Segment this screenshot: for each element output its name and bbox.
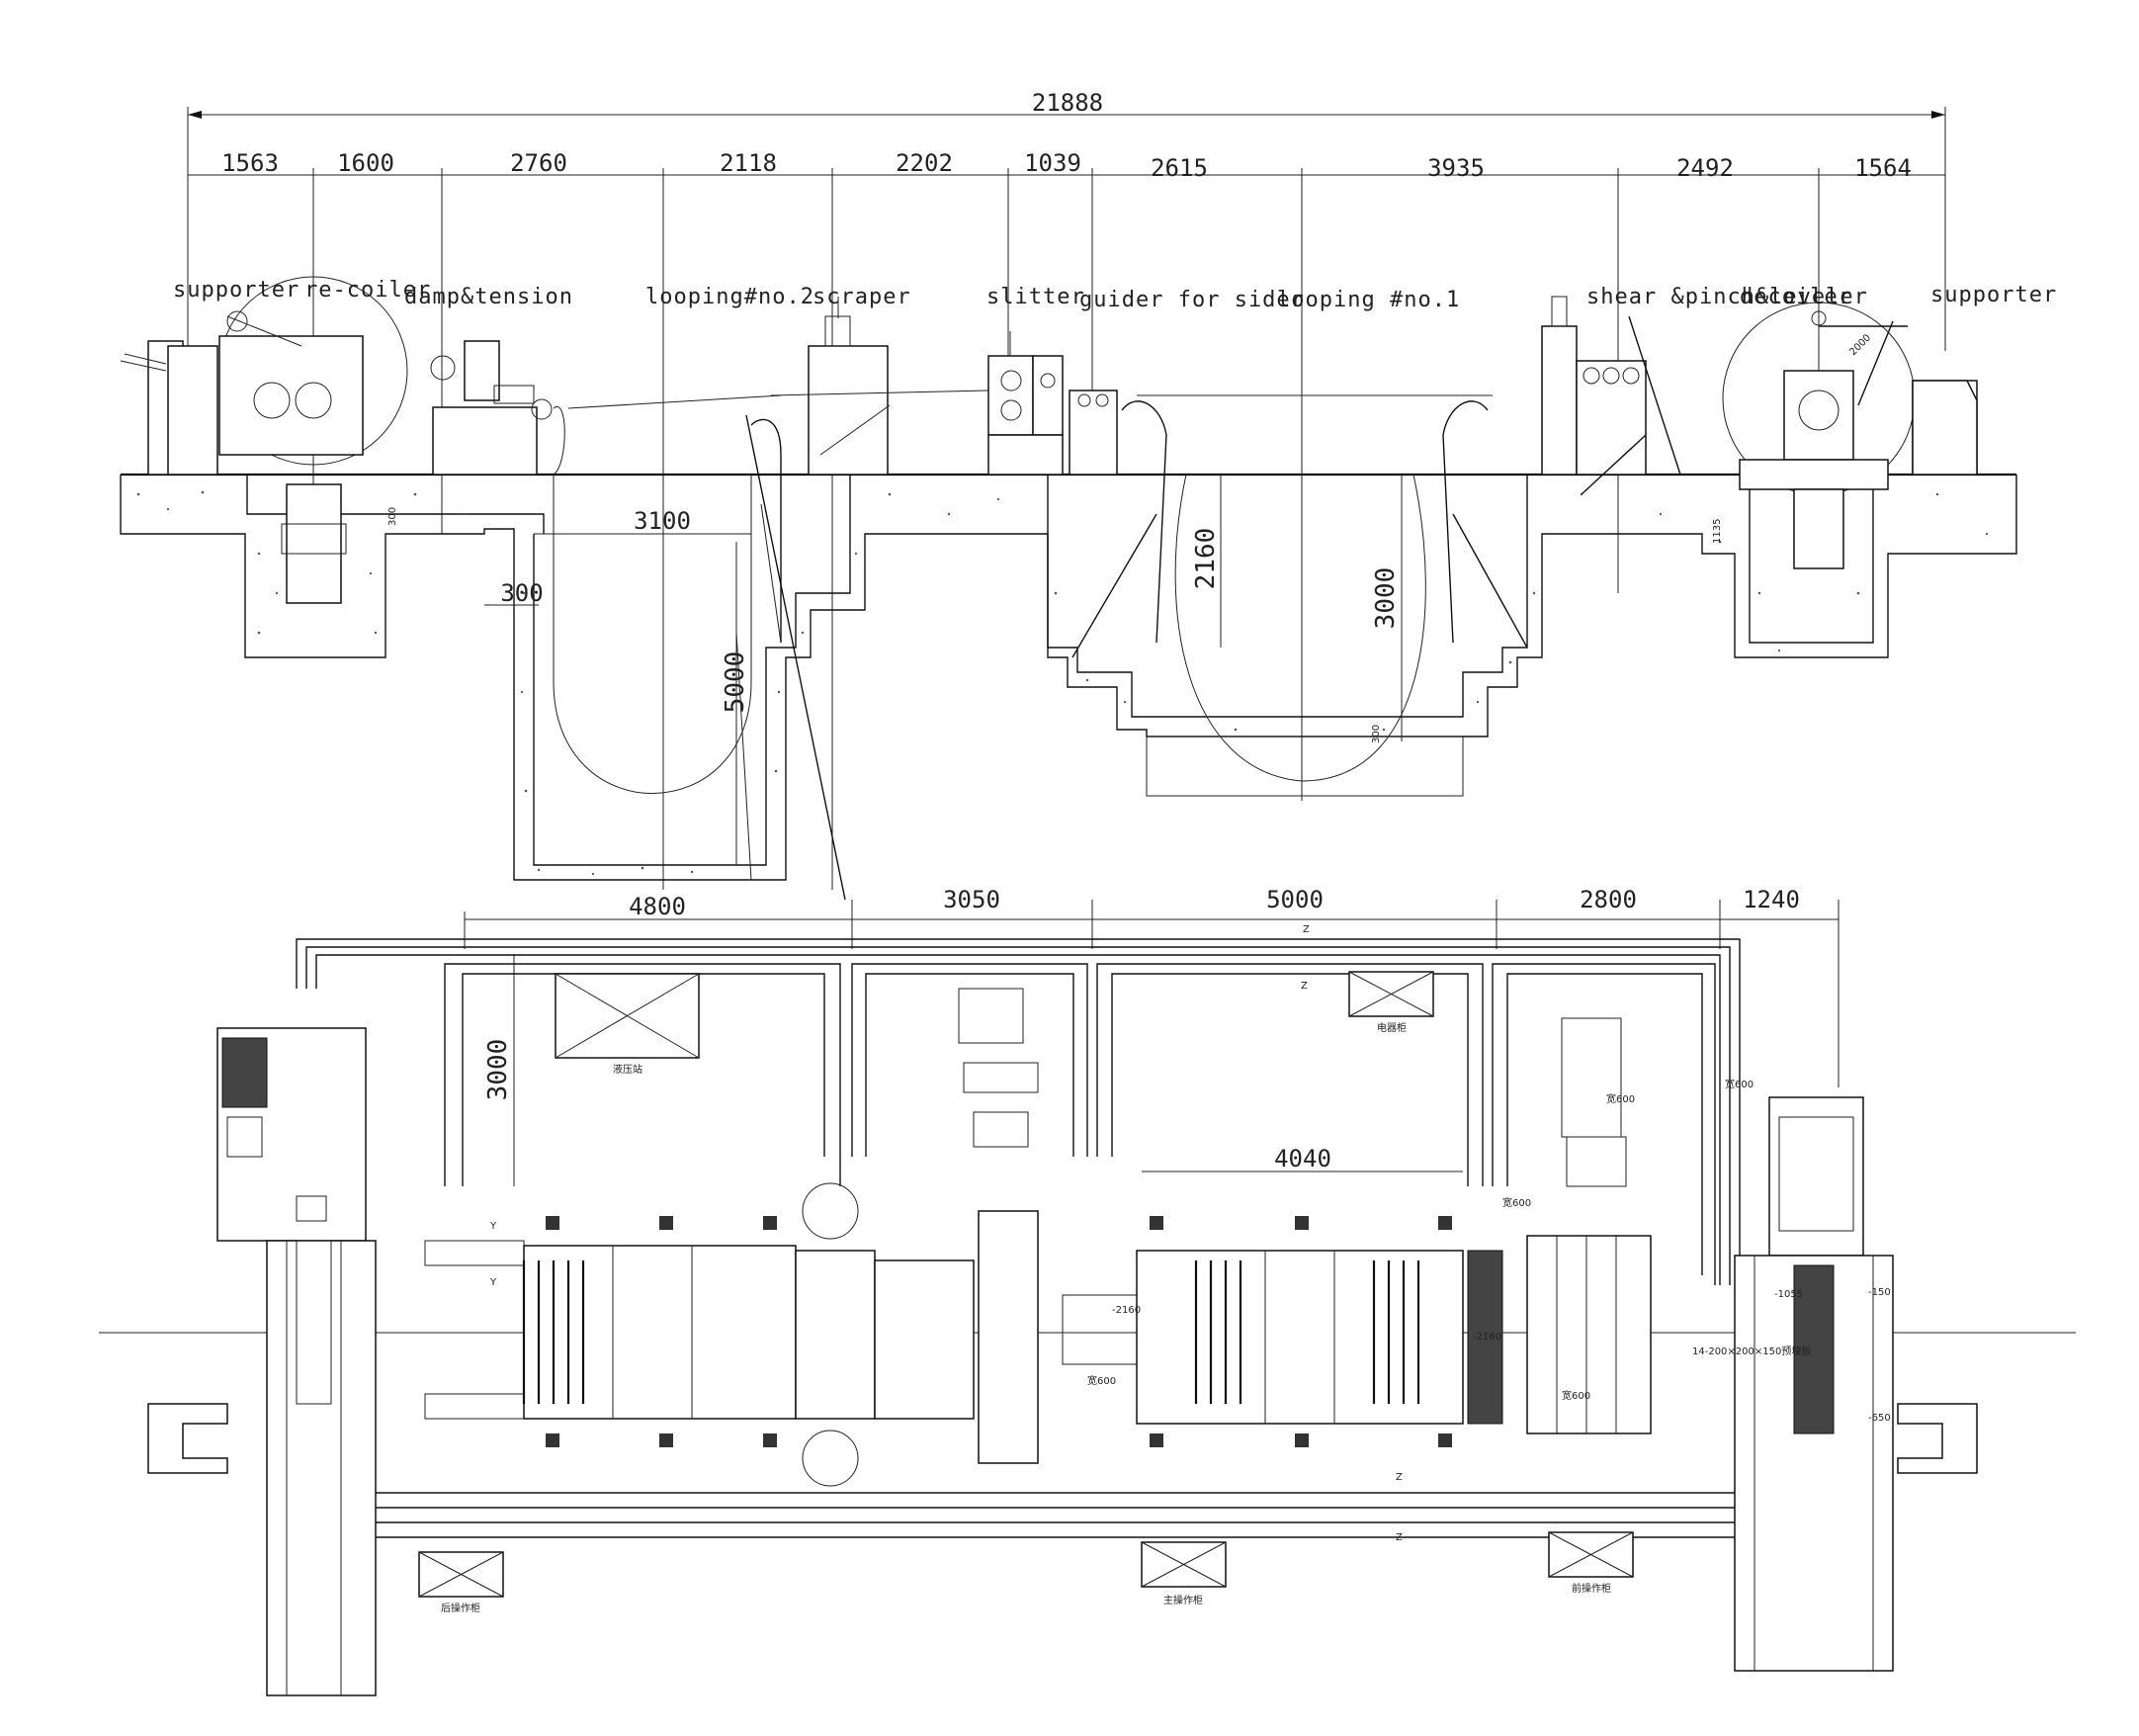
annot-z4: Z xyxy=(1396,1532,1403,1543)
slitter-plan-upper xyxy=(958,988,1627,1187)
looping-no1 xyxy=(1071,394,1528,797)
dim-300-left: 300 xyxy=(500,579,543,607)
chain-dimensions: 1563 1600 2760 2118 2202 1039 2615 3935 … xyxy=(187,107,1946,890)
concrete-texture xyxy=(136,490,1989,876)
station-labels: supporter re-coiler damp&tension looping… xyxy=(173,278,2057,312)
annot-w600e: 宽600 xyxy=(1725,1078,1754,1090)
decoiler-unit xyxy=(1722,302,1916,569)
dim-2202: 2202 xyxy=(896,149,953,177)
label-shear-pinch-leveler: shear &pinch&leveler xyxy=(1586,285,1868,309)
annot-w600c: 宽600 xyxy=(1562,1389,1590,1402)
electric-cabinet-label: 电器柜 xyxy=(1377,1021,1407,1034)
dim-2160: 2160 xyxy=(1191,528,1221,590)
elevation-dimensions: 3100 300 5000 2160 3000 300 300 1135 200… xyxy=(387,332,1873,865)
plan-annotations: Z Z Z Z Y Y 宽600 宽600 宽600 宽600 宽600 -21… xyxy=(489,924,1891,1543)
annot-y2: Y xyxy=(489,1277,497,1288)
front-console-label: 前操作柜 xyxy=(1572,1582,1611,1595)
label-looping-no1: looping #no.1 xyxy=(1277,288,1460,312)
main-console-label: 主操作柜 xyxy=(1163,1594,1203,1606)
dim-1039: 1039 xyxy=(1024,149,1081,177)
annot-z3: Z xyxy=(1396,1472,1403,1483)
dim-1564: 1564 xyxy=(1854,154,1912,182)
annot-w600a: 宽600 xyxy=(1502,1196,1531,1209)
label-scraper: scraper xyxy=(813,285,911,309)
dim-3935: 3935 xyxy=(1427,154,1485,182)
annot-z2: Z xyxy=(1301,981,1308,992)
dim-4040: 4040 xyxy=(1274,1145,1331,1172)
supporter-right-unit xyxy=(1912,380,1978,476)
dim-2615: 2615 xyxy=(1151,154,1208,182)
dim-2800: 2800 xyxy=(1580,886,1637,913)
label-supporter-right: supporter xyxy=(1930,283,2057,307)
dim-2760: 2760 xyxy=(510,149,567,177)
annot-150: -150 xyxy=(1868,1287,1891,1298)
recoiler-plan xyxy=(147,1027,377,1696)
slitter-unit xyxy=(987,331,1064,476)
annot-z1: Z xyxy=(1303,924,1310,935)
roller-details xyxy=(522,1260,1420,1404)
plan-view: 4800 3050 5000 2800 1240 3000 4040 xyxy=(99,886,2076,1696)
recoiler-assembly xyxy=(120,276,408,604)
dim-300-pit: 300 xyxy=(387,507,398,526)
annot-1055: -1055 xyxy=(1774,1289,1803,1300)
dim-1563: 1563 xyxy=(221,149,279,177)
plan-walls xyxy=(267,938,1750,1538)
strip-path-b xyxy=(567,394,782,409)
label-slitter: slitter xyxy=(986,285,1085,309)
dim-3100: 3100 xyxy=(634,507,691,535)
dim-2000: 2000 xyxy=(1847,332,1873,358)
hydraulic-station-label: 液压站 xyxy=(613,1063,642,1076)
damp-tension-unit xyxy=(430,340,553,476)
dim-5000-elev: 5000 xyxy=(721,651,750,714)
line-equipment-plan xyxy=(424,1182,1652,1487)
annot-embed-plate: 14-200×200×150预埋板 xyxy=(1692,1345,1811,1357)
annot-2160a: -2160 xyxy=(1112,1305,1141,1316)
dim-2492: 2492 xyxy=(1676,154,1734,182)
dim-3000-elev: 3000 xyxy=(1371,567,1401,630)
label-guider-for-sider: guider for sider xyxy=(1079,288,1305,312)
dim-1240: 1240 xyxy=(1743,886,1800,913)
dim-3050: 3050 xyxy=(943,886,1000,913)
dim-1600: 1600 xyxy=(337,149,394,177)
label-looping-no2: looping#no.2 xyxy=(645,285,814,309)
dim-2118: 2118 xyxy=(720,149,777,177)
decoiler-plan xyxy=(1734,1096,1978,1672)
overall-dimension-text: 21888 xyxy=(1032,89,1103,117)
foundation-outline xyxy=(120,475,2017,881)
label-re-coiler: re-coiler xyxy=(304,278,431,303)
rear-console-label: 后操作柜 xyxy=(441,1602,480,1614)
dim-4800: 4800 xyxy=(629,893,686,920)
dim-5000-plan: 5000 xyxy=(1266,886,1324,913)
consoles: 液压站 电器柜 后操作柜 主操作柜 前操作柜 xyxy=(418,971,1634,1614)
label-damp-tension: damp&tension xyxy=(404,285,573,309)
scraper-unit xyxy=(770,297,989,476)
elevation-view: 21888 1563 1600 2760 2118 2202 xyxy=(120,89,2057,901)
annot-650: -650 xyxy=(1868,1413,1891,1424)
overall-dimension: 21888 xyxy=(188,89,1945,119)
annot-2160b: -2160 xyxy=(1473,1332,1501,1343)
strip-path-a xyxy=(553,405,565,476)
dim-300-bottom: 300 xyxy=(1371,725,1382,743)
label-supporter-left: supporter xyxy=(173,278,299,303)
anchor-points xyxy=(546,1216,1452,1447)
dim-3000-plan: 3000 xyxy=(483,1039,513,1101)
guider-unit xyxy=(1069,390,1118,476)
annot-w600b: 宽600 xyxy=(1087,1374,1116,1387)
annot-w600d: 宽600 xyxy=(1606,1092,1635,1105)
dim-1135: 1135 xyxy=(1712,519,1723,544)
annot-y1: Y xyxy=(489,1221,497,1232)
shear-leveler-unit xyxy=(1541,296,1681,495)
plan-dimensions: 4800 3050 5000 2800 1240 3000 4040 xyxy=(464,886,1840,1186)
